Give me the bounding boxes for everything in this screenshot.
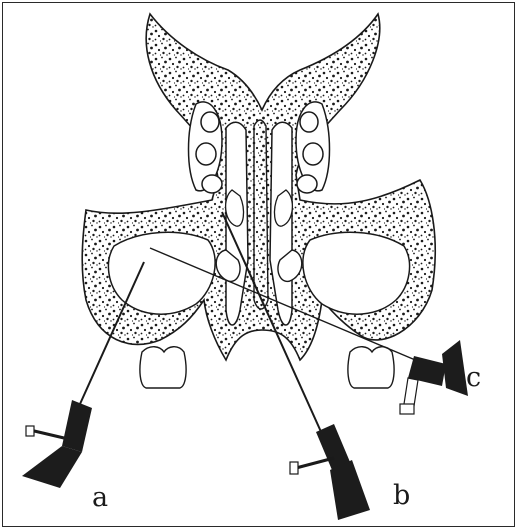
endoscope-a-body: [62, 400, 92, 452]
ethmoid-cell-left-4: [202, 175, 222, 193]
teeth: [140, 347, 394, 388]
ethmoid-cell-right-3: [303, 143, 323, 165]
endoscope-b-connector: [290, 462, 298, 474]
maxillary-sinus-right: [303, 232, 410, 314]
ethmoid-cell-left-3: [196, 143, 216, 165]
endoscope-a-connector: [26, 426, 34, 436]
molar-left: [140, 347, 186, 388]
label-b: b: [393, 482, 410, 509]
maxillary-sinus-left: [108, 232, 215, 314]
endoscope-b-eyepiece: [330, 460, 370, 520]
nasal-septum: [254, 120, 268, 309]
endoscope-c-connector: [400, 404, 414, 414]
endoscope-c-light-post: [404, 378, 418, 406]
endoscope-a-light-post: [30, 430, 64, 438]
label-a: a: [92, 484, 108, 511]
ethmoid-cell-right-2: [300, 112, 318, 132]
endoscope-b-body: [316, 424, 350, 470]
endoscope-c-eyepiece: [442, 340, 468, 396]
endoscope-a-eyepiece: [22, 446, 82, 488]
label-c: c: [466, 364, 481, 391]
molar-right: [348, 347, 394, 388]
ethmoid-cell-right-4: [297, 175, 317, 193]
endoscope-b-light-post: [296, 458, 334, 468]
ethmoid-cell-left-2: [201, 112, 219, 132]
